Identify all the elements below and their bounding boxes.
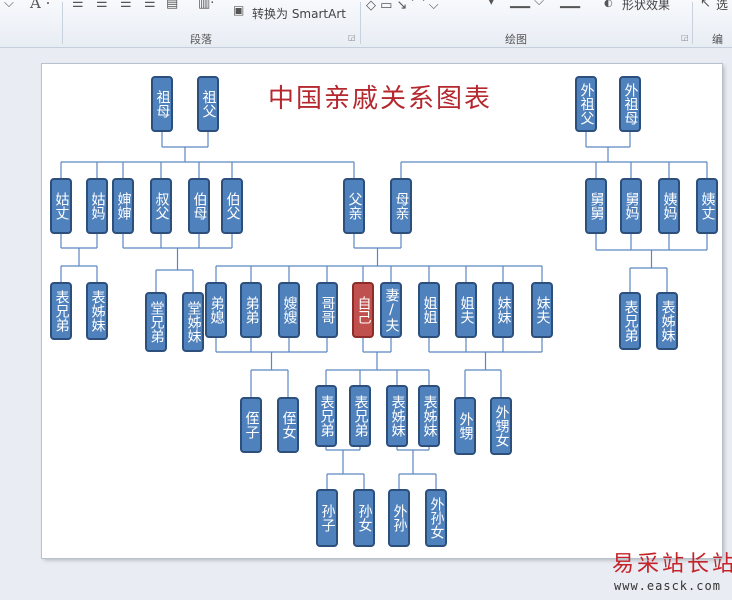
font-color-icon[interactable]: A · — [30, 0, 51, 12]
relative-node-bomu[interactable]: 伯母 — [188, 178, 210, 234]
relative-node-zumu[interactable]: 祖母 — [151, 76, 173, 132]
relative-node-waisheng[interactable]: 外甥 — [454, 397, 476, 455]
gallery-scroll-icon[interactable]: ▾ — [488, 0, 495, 9]
select-button[interactable]: 选 — [716, 0, 729, 12]
relative-node-shu[interactable]: 叔父 — [150, 178, 172, 234]
relative-node-biao1[interactable]: 表兄弟 — [50, 282, 72, 340]
relative-node-muqin[interactable]: 母亲 — [390, 178, 412, 234]
relative-node-zufu[interactable]: 祖父 — [197, 76, 219, 132]
watermark-url: www.easck.com — [614, 579, 721, 593]
relative-node-waisun[interactable]: 外孙 — [388, 489, 410, 547]
quick-styles-icon[interactable]: ▁▁ — [560, 0, 580, 9]
align-left-icon[interactable]: ☰ — [72, 0, 84, 11]
distribute-icon[interactable]: ▤ — [166, 0, 179, 11]
relative-node-tang2[interactable]: 堂姊妹 — [182, 292, 204, 352]
relative-node-sunnv[interactable]: 孙女 — [353, 489, 375, 547]
relative-node-tang1[interactable]: 堂兄弟 — [145, 292, 167, 352]
watermark-name: 易采站长站 — [612, 552, 732, 577]
relative-node-jiuma[interactable]: 舅妈 — [620, 178, 642, 234]
relative-node-waizufu[interactable]: 外祖父 — [575, 76, 597, 132]
relative-node-yima[interactable]: 姨妈 — [658, 178, 680, 234]
relative-node-spouse[interactable]: 妻/夫 — [380, 282, 402, 338]
relative-node-sunzi[interactable]: 孙子 — [316, 489, 338, 547]
relative-node-self[interactable]: 自己 — [352, 282, 374, 338]
relative-node-didi[interactable]: 弟弟 — [240, 282, 262, 338]
relative-node-jiejie[interactable]: 姐姐 — [418, 282, 440, 338]
columns-icon[interactable]: ▥· — [198, 0, 215, 11]
relative-node-waizumu[interactable]: 外祖母 — [619, 76, 641, 132]
relative-node-zhinv[interactable]: 侄女 — [277, 397, 299, 453]
relative-node-biao4[interactable]: 表姊妹 — [656, 292, 678, 350]
select-cursor-icon[interactable]: ↖ — [700, 0, 711, 11]
relative-node-nver-b1[interactable]: 表姊妹 — [386, 385, 408, 447]
relative-node-jiujiu[interactable]: 舅舅 — [585, 178, 607, 234]
relative-node-meifu[interactable]: 妹夫 — [531, 282, 553, 338]
relative-node-fuqin[interactable]: 父亲 — [343, 178, 365, 234]
diagram-title: 中国亲戚关系图表 — [268, 84, 493, 114]
relative-node-yizhang[interactable]: 姨丈 — [696, 178, 718, 234]
relative-node-meimei[interactable]: 妹妹 — [492, 282, 514, 338]
relative-node-biao3[interactable]: 表兄弟 — [619, 292, 641, 350]
relative-node-erzi-b2[interactable]: 表兄弟 — [349, 385, 371, 447]
justify-icon[interactable]: ☰ — [144, 0, 156, 11]
group-label-drawing: 绘图 — [505, 33, 527, 46]
shape-gallery-icon[interactable]: ◇ ▭ ↘ ⌒ ⌵ — [366, 0, 439, 13]
relative-node-biao2[interactable]: 表姊妹 — [86, 282, 108, 340]
relative-node-erzi-b1[interactable]: 表兄弟 — [315, 385, 337, 447]
relative-node-waisunnv[interactable]: 外孙女 — [425, 489, 447, 547]
relative-node-guzhang[interactable]: 姑丈 — [50, 178, 72, 234]
group-label-paragraph: 段落 — [190, 33, 212, 46]
dropdown-arrow-icon[interactable]: ⌵ — [4, 0, 14, 11]
smartart-icon[interactable]: ▣ — [233, 3, 245, 17]
relative-node-nver-b2[interactable]: 表姊妹 — [418, 385, 440, 447]
align-right-icon[interactable]: ☰ — [120, 0, 132, 11]
relative-node-waishengnv[interactable]: 外甥女 — [490, 397, 512, 455]
ribbon: ⌵ A · ☰ ☰ ☰ ☰ ▤ ▥· ▣ 转换为 SmartArt 段落 ◲ ◇… — [0, 0, 732, 62]
align-center-icon[interactable]: ☰ — [96, 0, 108, 11]
arrange-icon[interactable]: ▁▁ ⌵ — [510, 0, 544, 9]
relative-node-shenshen[interactable]: 婶婶 — [112, 178, 134, 234]
shape-effects-button[interactable]: 形状效果 — [622, 0, 671, 12]
relative-node-gege[interactable]: 哥哥 — [316, 282, 338, 338]
shape-effects-icon[interactable]: ◐ — [604, 0, 613, 9]
relative-node-bofu[interactable]: 伯父 — [221, 178, 243, 234]
relative-node-zhizi[interactable]: 侄子 — [240, 397, 262, 453]
convert-smartart-button[interactable]: 转换为 SmartArt — [252, 7, 346, 21]
ribbon-separator — [360, 2, 361, 44]
ribbon-separator — [62, 2, 63, 44]
ribbon-separator — [692, 2, 693, 44]
relative-node-jiefu[interactable]: 姐夫 — [455, 282, 477, 338]
watermark: 易采站长站 www.easck.com — [602, 546, 732, 598]
relative-node-sao[interactable]: 嫂嫂 — [278, 282, 300, 338]
relative-node-dixi[interactable]: 弟媳 — [205, 282, 227, 338]
dialog-launcher-icon[interactable]: ◲ — [681, 33, 689, 42]
relative-node-gu[interactable]: 姑妈 — [86, 178, 108, 234]
dialog-launcher-icon[interactable]: ◲ — [348, 33, 356, 42]
